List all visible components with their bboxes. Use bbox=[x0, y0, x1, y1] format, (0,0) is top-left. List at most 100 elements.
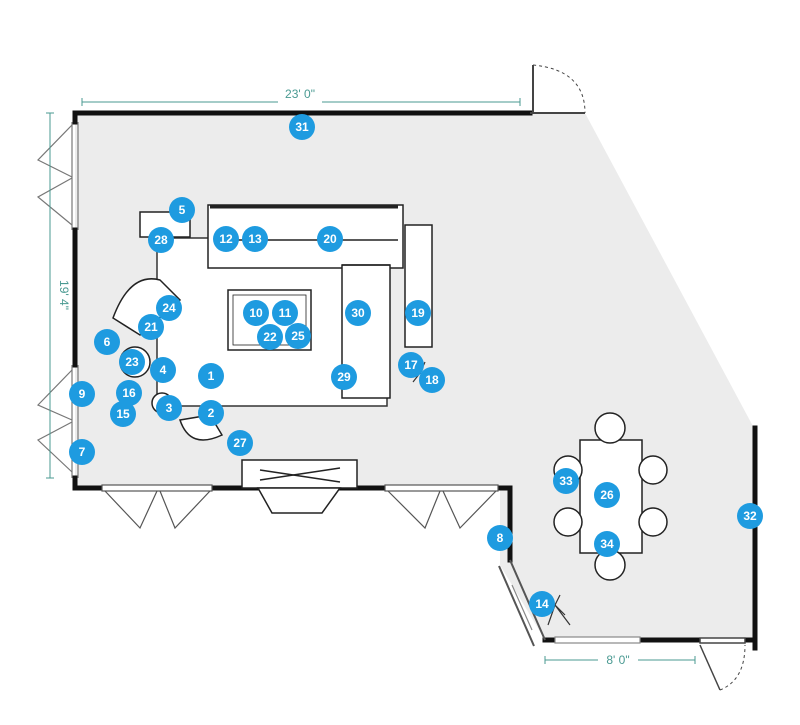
item-marker-circle[interactable] bbox=[243, 300, 269, 326]
dimension-bottom-label: 8' 0" bbox=[606, 653, 629, 667]
item-marker-23[interactable]: 23 bbox=[119, 349, 145, 375]
item-marker-29[interactable]: 29 bbox=[331, 364, 357, 390]
item-marker-20[interactable]: 20 bbox=[317, 226, 343, 252]
item-marker-22[interactable]: 22 bbox=[257, 324, 283, 350]
item-marker-circle[interactable] bbox=[198, 363, 224, 389]
item-marker-label: 16 bbox=[122, 386, 136, 400]
item-marker-circle[interactable] bbox=[213, 226, 239, 252]
item-marker-circle[interactable] bbox=[594, 482, 620, 508]
item-marker-circle[interactable] bbox=[119, 349, 145, 375]
item-marker-27[interactable]: 27 bbox=[227, 430, 253, 456]
item-marker-circle[interactable] bbox=[331, 364, 357, 390]
item-marker-14[interactable]: 14 bbox=[529, 591, 555, 617]
item-marker-label: 20 bbox=[323, 232, 337, 246]
item-marker-circle[interactable] bbox=[317, 226, 343, 252]
item-marker-7[interactable]: 7 bbox=[69, 439, 95, 465]
console-table bbox=[404, 224, 433, 348]
item-marker-8[interactable]: 8 bbox=[487, 525, 513, 551]
item-marker-circle[interactable] bbox=[69, 381, 95, 407]
item-marker-15[interactable]: 15 bbox=[110, 401, 136, 427]
item-marker-label: 9 bbox=[79, 387, 86, 401]
item-marker-circle[interactable] bbox=[553, 468, 579, 494]
item-marker-label: 17 bbox=[404, 358, 418, 372]
dimension-height-label: 19' 4" bbox=[57, 280, 71, 310]
item-marker-circle[interactable] bbox=[257, 324, 283, 350]
item-marker-1[interactable]: 1 bbox=[198, 363, 224, 389]
item-marker-circle[interactable] bbox=[150, 357, 176, 383]
item-marker-34[interactable]: 34 bbox=[594, 531, 620, 557]
item-marker-25[interactable]: 25 bbox=[285, 323, 311, 349]
item-marker-28[interactable]: 28 bbox=[148, 227, 174, 253]
item-marker-4[interactable]: 4 bbox=[150, 357, 176, 383]
item-marker-label: 21 bbox=[144, 320, 158, 334]
item-marker-circle[interactable] bbox=[398, 352, 424, 378]
item-marker-circle[interactable] bbox=[156, 295, 182, 321]
item-marker-30[interactable]: 30 bbox=[345, 300, 371, 326]
item-marker-11[interactable]: 11 bbox=[272, 300, 298, 326]
fireplace bbox=[241, 459, 358, 514]
item-marker-label: 22 bbox=[263, 330, 277, 344]
item-marker-circle[interactable] bbox=[198, 400, 224, 426]
item-marker-17[interactable]: 17 bbox=[398, 352, 424, 378]
item-marker-circle[interactable] bbox=[487, 525, 513, 551]
item-marker-circle[interactable] bbox=[110, 401, 136, 427]
item-marker-label: 10 bbox=[249, 306, 263, 320]
item-marker-18[interactable]: 18 bbox=[419, 367, 445, 393]
item-marker-label: 15 bbox=[116, 407, 130, 421]
item-marker-circle[interactable] bbox=[737, 503, 763, 529]
item-marker-circle[interactable] bbox=[272, 300, 298, 326]
item-marker-circle[interactable] bbox=[594, 531, 620, 557]
dimension-labels: 23' 0" 19' 4" 8' 0" bbox=[57, 87, 638, 667]
item-marker-circle[interactable] bbox=[289, 114, 315, 140]
item-marker-16[interactable]: 16 bbox=[116, 380, 142, 406]
item-marker-24[interactable]: 24 bbox=[156, 295, 182, 321]
item-marker-5[interactable]: 5 bbox=[169, 197, 195, 223]
top-right-door bbox=[530, 64, 586, 114]
item-marker-circle[interactable] bbox=[529, 591, 555, 617]
item-marker-label: 12 bbox=[219, 232, 233, 246]
item-marker-label: 13 bbox=[248, 232, 262, 246]
item-marker-31[interactable]: 31 bbox=[289, 114, 315, 140]
item-marker-circle[interactable] bbox=[227, 430, 253, 456]
item-marker-circle[interactable] bbox=[156, 395, 182, 421]
item-marker-circle[interactable] bbox=[242, 226, 268, 252]
item-marker-label: 1 bbox=[208, 369, 215, 383]
item-marker-circle[interactable] bbox=[94, 329, 120, 355]
item-marker-label: 30 bbox=[351, 306, 365, 320]
item-marker-label: 18 bbox=[425, 373, 439, 387]
walls bbox=[72, 110, 758, 651]
item-marker-32[interactable]: 32 bbox=[737, 503, 763, 529]
item-marker-circle[interactable] bbox=[405, 300, 431, 326]
item-marker-label: 8 bbox=[497, 531, 504, 545]
bottom-doors bbox=[101, 484, 499, 530]
item-marker-13[interactable]: 13 bbox=[242, 226, 268, 252]
item-marker-19[interactable]: 19 bbox=[405, 300, 431, 326]
item-marker-circle[interactable] bbox=[419, 367, 445, 393]
item-marker-9[interactable]: 9 bbox=[69, 381, 95, 407]
item-marker-21[interactable]: 21 bbox=[138, 314, 164, 340]
item-marker-label: 27 bbox=[233, 436, 247, 450]
item-marker-circle[interactable] bbox=[69, 439, 95, 465]
item-marker-label: 7 bbox=[79, 445, 86, 459]
item-marker-circle[interactable] bbox=[285, 323, 311, 349]
item-marker-10[interactable]: 10 bbox=[243, 300, 269, 326]
item-marker-circle[interactable] bbox=[345, 300, 371, 326]
item-marker-26[interactable]: 26 bbox=[594, 482, 620, 508]
item-marker-2[interactable]: 2 bbox=[198, 400, 224, 426]
item-marker-label: 32 bbox=[743, 509, 757, 523]
item-marker-label: 14 bbox=[535, 597, 549, 611]
item-marker-label: 5 bbox=[179, 203, 186, 217]
item-marker-circle[interactable] bbox=[148, 227, 174, 253]
item-marker-circle[interactable] bbox=[138, 314, 164, 340]
item-marker-label: 6 bbox=[104, 335, 111, 349]
item-marker-3[interactable]: 3 bbox=[156, 395, 182, 421]
item-marker-33[interactable]: 33 bbox=[553, 468, 579, 494]
item-marker-circle[interactable] bbox=[169, 197, 195, 223]
angled-wall bbox=[498, 559, 546, 647]
item-marker-6[interactable]: 6 bbox=[94, 329, 120, 355]
bottom-right-door bbox=[699, 637, 746, 691]
item-marker-circle[interactable] bbox=[116, 380, 142, 406]
item-marker-12[interactable]: 12 bbox=[213, 226, 239, 252]
